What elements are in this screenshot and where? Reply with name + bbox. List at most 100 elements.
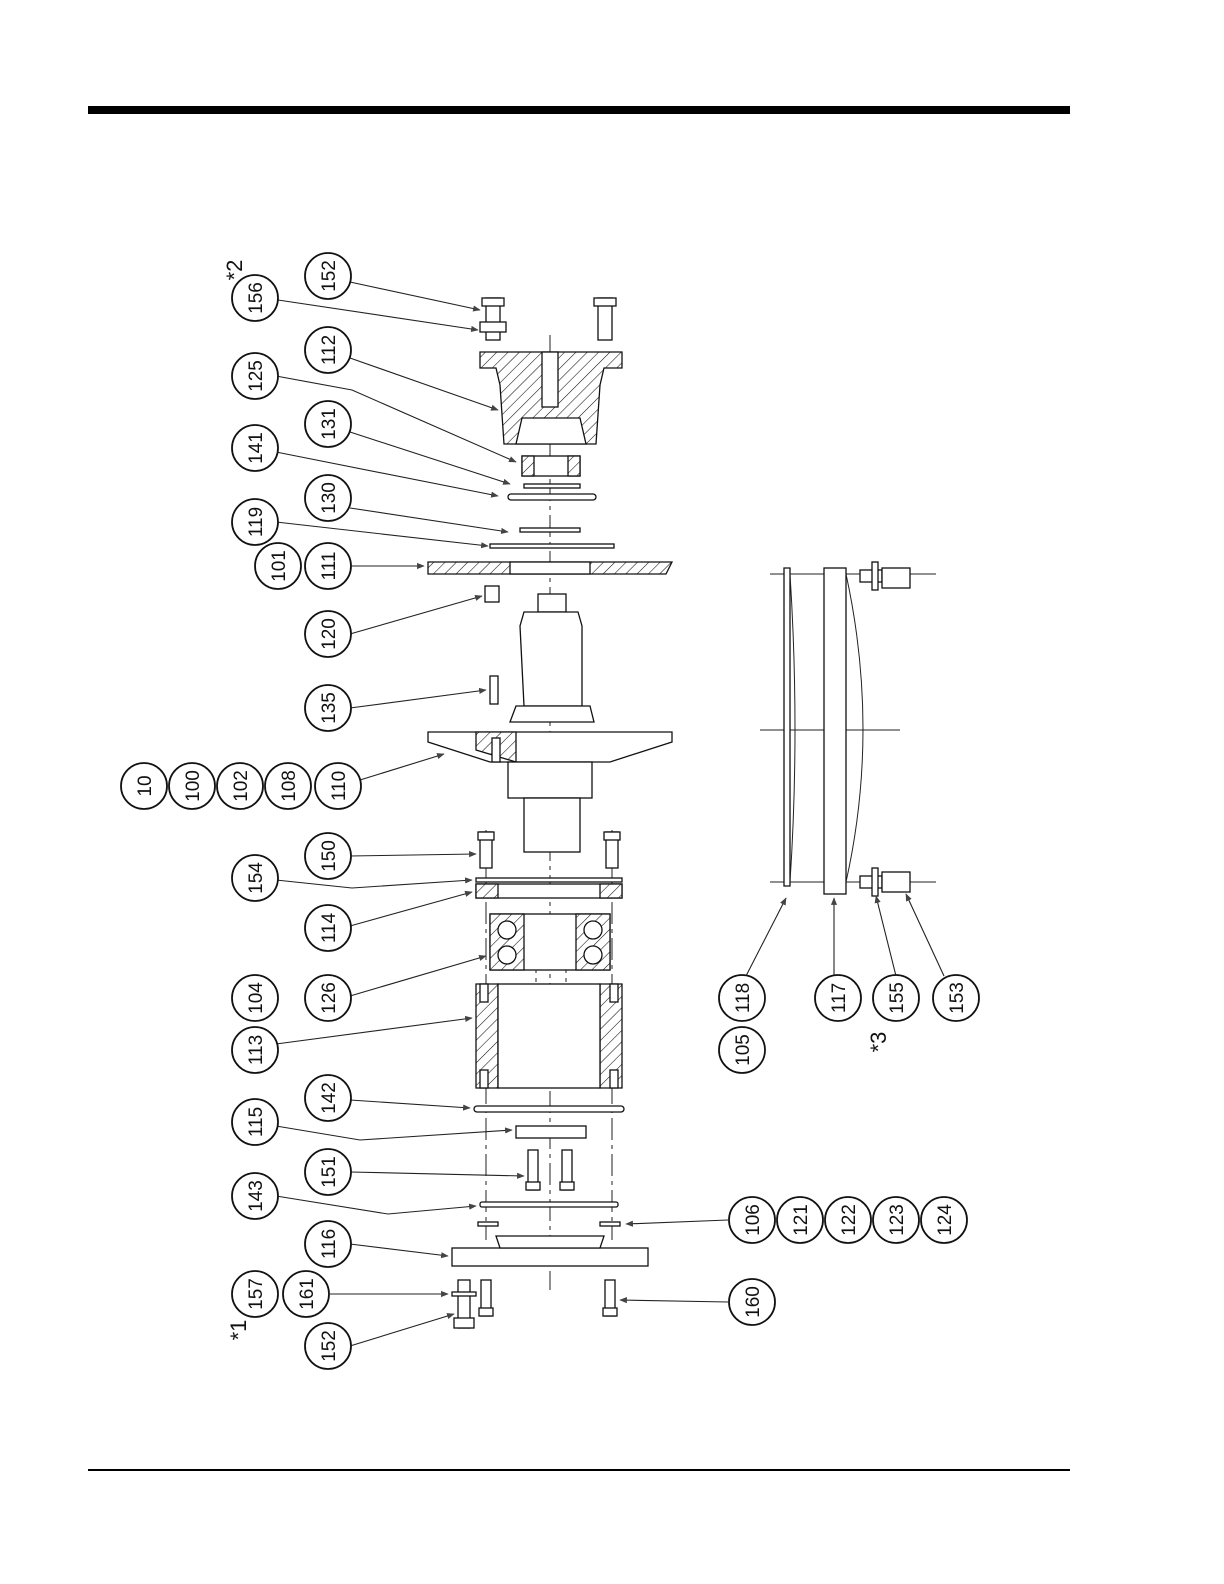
callout-number: 121 (791, 1204, 812, 1236)
base-116 (452, 1236, 648, 1266)
rings (490, 484, 614, 548)
callout-bubble: 131 (305, 401, 351, 447)
callout-bubble: 122 (825, 1197, 871, 1243)
callout-bubble: 126 (305, 975, 351, 1021)
callout-bubble: 112 (305, 327, 351, 373)
callout-bubble: 118 (719, 975, 765, 1021)
blade-assembly (760, 562, 936, 896)
callout-bubble: 160 (729, 1279, 775, 1325)
callout-number: 115 (246, 1107, 267, 1137)
callout-bubble: 104 (232, 975, 278, 1021)
callout-bubble: 10 (121, 763, 167, 809)
top-rule (88, 106, 1070, 114)
callout-number: 116 (319, 1229, 340, 1259)
gasket-143 (480, 1202, 618, 1207)
callout-bubble: 152 (305, 1323, 351, 1369)
callout-bubble: 154 (232, 855, 278, 901)
callout-number: 10 (135, 775, 156, 796)
callout-number: 122 (839, 1204, 860, 1236)
callout-bubble: 101 (255, 543, 301, 589)
callout-bubble: 153 (933, 975, 979, 1021)
shims-106 (478, 1222, 620, 1226)
callout-number: 104 (246, 982, 267, 1014)
callout-bubble: 123 (873, 1197, 919, 1243)
ring-114 (476, 878, 622, 898)
callout-bubble: 105 (719, 1027, 765, 1073)
callout-bubble: 116 (305, 1221, 351, 1267)
callout-number: 112 (319, 335, 340, 365)
callout-number: 118 (733, 983, 754, 1013)
callout-number: 141 (246, 432, 267, 464)
callout-bubble: 130 (305, 475, 351, 521)
callout-number: 135 (319, 692, 340, 724)
callout-bubble: 161 (283, 1271, 329, 1317)
oring-142 (474, 1106, 624, 1112)
callout-bubble: 120 (305, 611, 351, 657)
callout-number: 150 (319, 840, 340, 872)
callout-number: 126 (319, 982, 340, 1014)
cap-115 (516, 1126, 586, 1138)
callout-number: 123 (887, 1204, 908, 1236)
callout-number: 105 (733, 1034, 754, 1066)
callout-number: 156 (246, 282, 267, 314)
callout-number: 131 (319, 408, 340, 440)
callout-number: 160 (743, 1286, 764, 1318)
callout-number: 142 (319, 1082, 340, 1114)
callout-bubble: 113 (232, 1027, 278, 1073)
callout-bubble: 143 (232, 1173, 278, 1219)
callout-bubble: 150 (305, 833, 351, 879)
callout-bubble: 135 (305, 685, 351, 731)
callout-bubble: 142 (305, 1075, 351, 1121)
callout-number: 152 (319, 1330, 340, 1362)
callout-number: 113 (246, 1035, 267, 1065)
callout-number: 102 (231, 770, 252, 802)
housing-113 (476, 984, 622, 1088)
callout-bubble: 125 (232, 353, 278, 399)
note-star-1: *1 (226, 1320, 251, 1341)
callout-bubble: 111 (305, 543, 351, 589)
callout-number: 151 (319, 1156, 340, 1188)
callout-bubble: 117 (815, 975, 861, 1021)
callout-bubble: 102 (217, 763, 263, 809)
callout-bubble: 110 (315, 763, 361, 809)
callout-number: 106 (743, 1204, 764, 1236)
callout-bubble: 157 (232, 1271, 278, 1317)
callout-bubble: 151 (305, 1149, 351, 1195)
callout-bubble: 152 (305, 253, 351, 299)
callout-bubble: 156 (232, 275, 278, 321)
bearing-125 (522, 456, 580, 476)
note-star-2: *2 (222, 260, 247, 281)
callout-number: 125 (246, 360, 267, 392)
callout-number: 117 (829, 983, 850, 1013)
callout-number: 154 (246, 862, 267, 894)
callout-number: 114 (319, 912, 340, 943)
callout-number: 157 (246, 1278, 267, 1310)
callout-number: 101 (269, 550, 290, 582)
callout-bubble: 108 (265, 763, 311, 809)
callout-bubble: 124 (921, 1197, 967, 1243)
callout-number: 153 (947, 982, 968, 1014)
callout-bubble: 141 (232, 425, 278, 471)
bottom-rule (88, 1469, 1070, 1471)
note-star-3: *3 (866, 1032, 891, 1053)
plate-111 (428, 562, 672, 574)
callout-number: 120 (319, 618, 340, 650)
callout-number: 130 (319, 482, 340, 514)
callout-number: 155 (887, 982, 908, 1014)
key-120 (485, 586, 499, 602)
upper-housing (480, 298, 622, 444)
callout-bubble: 106 (729, 1197, 775, 1243)
callout-number: 111 (319, 552, 340, 581)
callout-number: 119 (246, 507, 267, 537)
callout-bubble: 100 (169, 763, 215, 809)
callout-bubble: 114 (305, 905, 351, 951)
bottom-bolts (452, 1280, 617, 1328)
callout-number: 161 (297, 1278, 318, 1310)
callout-number: 124 (935, 1204, 956, 1236)
callout-bubble: 119 (232, 499, 278, 545)
callout-number: 110 (329, 771, 350, 801)
callout-bubble: 155 (873, 975, 919, 1021)
callout-number: 100 (183, 770, 204, 802)
callout-bubble: 121 (777, 1197, 823, 1243)
